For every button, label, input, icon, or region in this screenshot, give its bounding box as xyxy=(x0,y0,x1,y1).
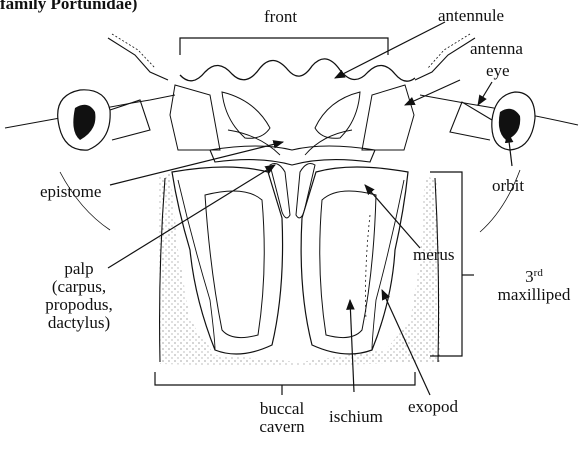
merus-label: merus xyxy=(413,246,455,264)
antenna-arrow xyxy=(405,80,460,105)
eye-label: eye xyxy=(486,62,510,80)
orbit-label: orbit xyxy=(492,177,524,195)
antennule-label: antennule xyxy=(438,7,504,25)
right-maxilliped xyxy=(301,167,408,354)
antenna-left-flagellum xyxy=(108,38,168,80)
front-margin xyxy=(180,59,415,81)
palp-label: palp (carpus, propodus, dactylus) xyxy=(36,260,122,332)
buccal-bracket xyxy=(155,372,415,385)
maxilliped-label: 3rd maxilliped xyxy=(486,268,582,304)
eye-arrow xyxy=(478,82,492,105)
exopod-label: exopod xyxy=(408,398,458,416)
buccal-cavern-label: buccal cavern xyxy=(250,400,314,436)
antenna-right-flagellum xyxy=(415,38,475,80)
front-bracket xyxy=(180,38,388,55)
antenna-label: antenna xyxy=(470,40,523,58)
epistome xyxy=(210,146,375,165)
ischium-label: ischium xyxy=(329,408,383,426)
epistome-label: epistome xyxy=(40,183,101,201)
front-label: front xyxy=(264,8,297,26)
